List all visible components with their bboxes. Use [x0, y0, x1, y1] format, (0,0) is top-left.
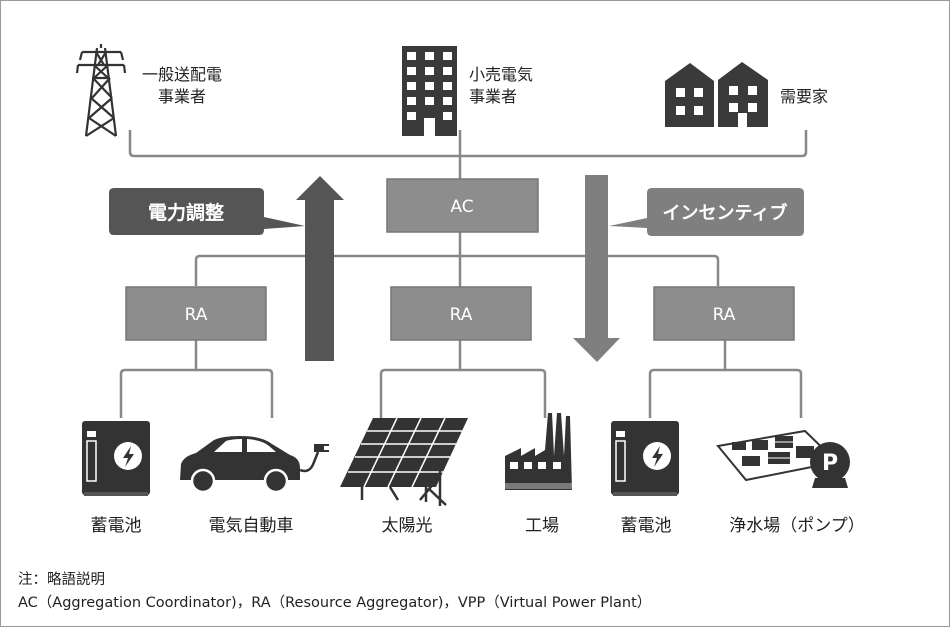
resource-label-solar: 太陽光 — [381, 516, 433, 536]
electric-car-icon — [180, 436, 329, 494]
factory-icon — [505, 413, 572, 490]
aggregator-boxes — [125, 178, 795, 341]
resource-label-battery-2: 蓄電池 — [620, 516, 672, 536]
ra-left-box — [125, 286, 267, 341]
transmission-operator-line1: 一般送配電 — [142, 65, 223, 84]
retail-operator-label: 小売電気 事業者 — [469, 64, 533, 108]
ra-center-label: RA — [450, 305, 473, 325]
incentive-label: インセンティブ — [663, 202, 788, 224]
transmission-tower-icon — [75, 44, 127, 137]
ra-left-branch — [119, 368, 274, 418]
ra-center-box — [390, 286, 532, 341]
pump-p-glyph: P — [822, 451, 838, 476]
retail-operator-line2: 事業者 — [469, 87, 518, 106]
resource-label-factory: 工場 — [525, 516, 559, 536]
footnote-abbreviations: AC（Aggregation Coordinator)，RA（Resource … — [18, 595, 652, 611]
ra-right-label: RA — [713, 305, 736, 325]
houses-icon — [665, 62, 768, 127]
stakeholder-bus-line — [128, 130, 808, 158]
incentive-callout: インセンティブ — [609, 188, 804, 236]
storage-battery-icon — [611, 421, 679, 496]
ra-left-label: RA — [185, 305, 208, 325]
transmission-operator-line2: 事業者 — [158, 87, 207, 106]
resource-label-battery: 蓄電池 — [90, 516, 142, 536]
ra-right-box — [653, 286, 795, 341]
incentive-down-arrow — [573, 175, 620, 362]
connector-lines — [119, 130, 808, 418]
ra-bus-line — [194, 254, 720, 286]
resource-label-water-plant: 浄水場（ポンプ） — [729, 516, 865, 536]
retail-operator-line1: 小売電気 — [469, 65, 534, 84]
resource-label-ev: 電気自動車 — [208, 516, 294, 536]
water-plant-pump-icon: P — [716, 429, 850, 488]
ra-center-branch — [379, 368, 547, 418]
power-adjust-up-arrow — [296, 176, 344, 361]
power-adjust-callout-bubble — [109, 188, 305, 235]
aggregator-labels: AC RA RA RA — [185, 197, 736, 325]
consumer-label: 需要家 — [780, 87, 829, 106]
power-adjust-callout: 電力調整 — [109, 188, 305, 235]
solar-panel-icon — [340, 417, 468, 506]
transmission-operator-label: 一般送配電 事業者 — [142, 64, 222, 108]
ac-label: AC — [450, 197, 473, 217]
office-building-icon — [402, 46, 457, 136]
footnote-heading: 注：略語説明 — [18, 572, 105, 588]
ac-box — [386, 178, 539, 233]
incentive-callout-bubble — [609, 188, 804, 236]
storage-battery-icon — [82, 421, 150, 496]
power-adjust-label: 電力調整 — [148, 201, 224, 224]
ra-right-branch — [648, 368, 803, 418]
